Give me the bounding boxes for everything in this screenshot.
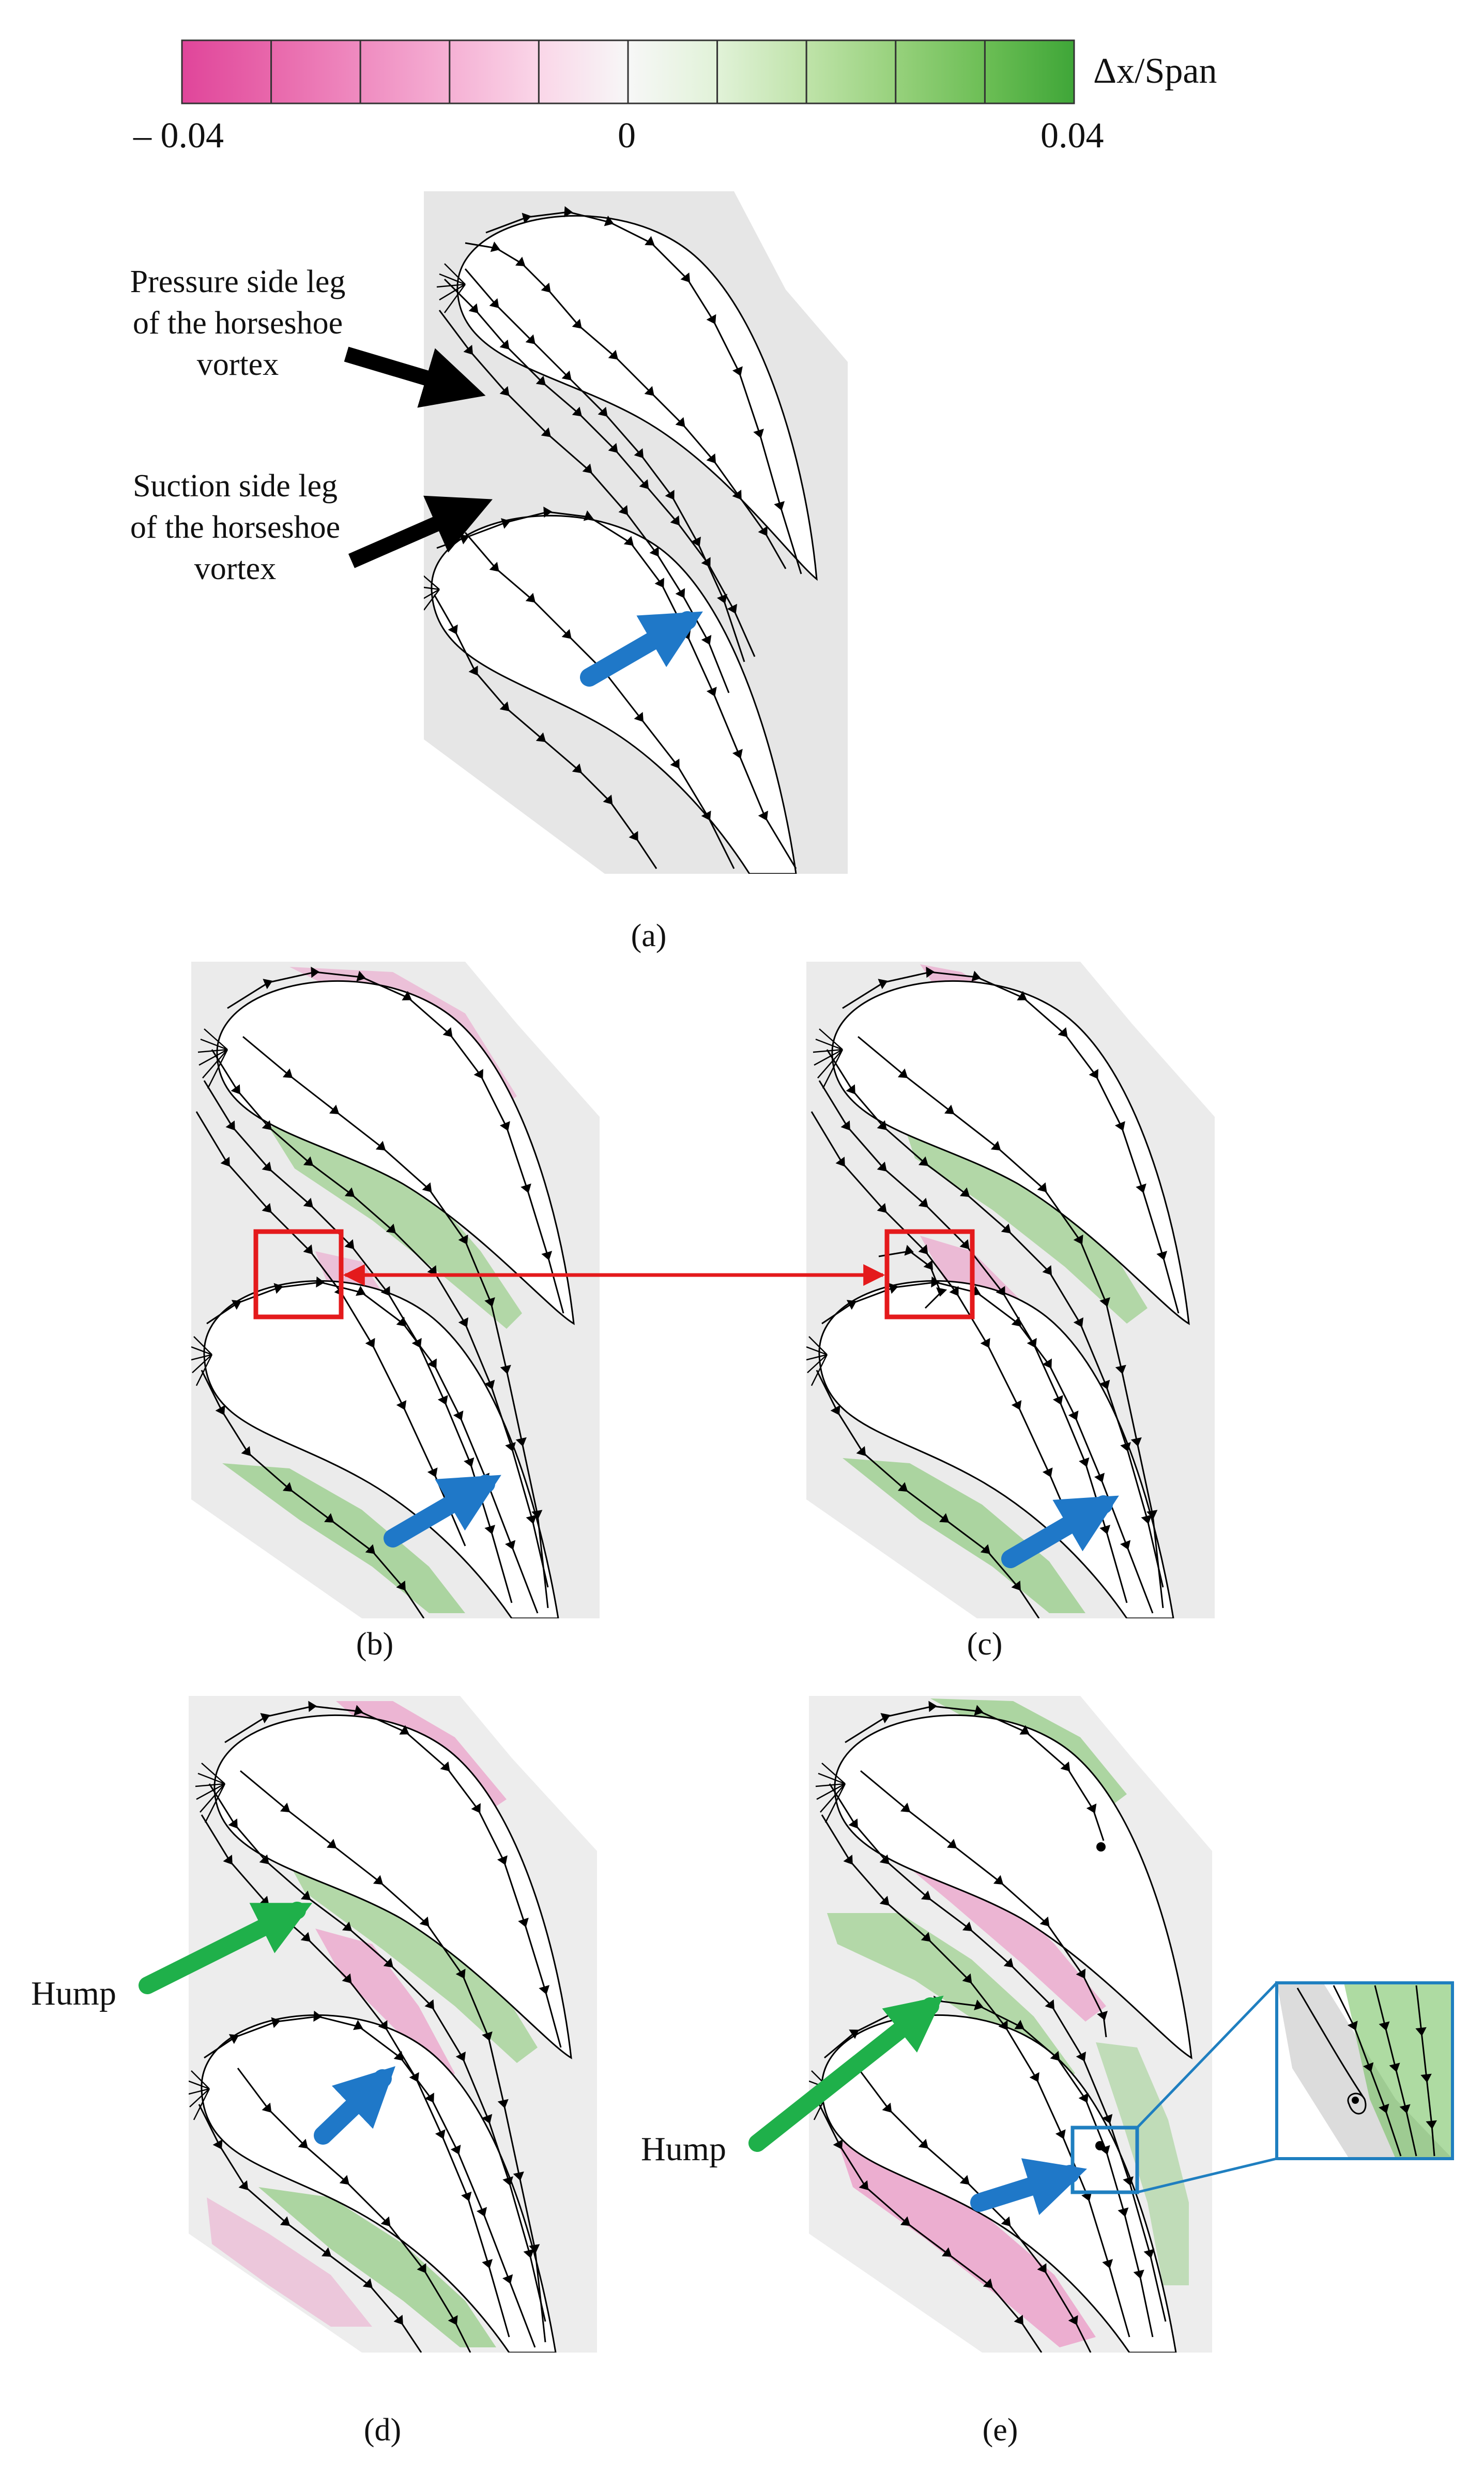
suction-leg-annotation: Suction side leg of the horseshoe vortex: [130, 468, 493, 586]
leading-edge-fan: [424, 263, 466, 611]
colorbar-cell: [449, 39, 540, 104]
panel-b-highlight-box: [253, 1229, 344, 1319]
suction-leg-line-2: of the horseshoe: [130, 510, 340, 545]
suction-leg-arrow: [348, 495, 493, 568]
colorbar-cell: [538, 39, 629, 104]
suction-leg-line-3: vortex: [194, 551, 276, 586]
leading-edge-fan: [806, 1028, 844, 1386]
panel-b-blue-arrow: [384, 1475, 501, 1547]
panel-c: (c): [806, 962, 1215, 1662]
inset-connector-bottom: [1137, 2157, 1277, 2194]
colorbar-label: Δx/Span: [1093, 51, 1217, 91]
colorbar-cell: [984, 39, 1075, 104]
pressure-leg-line-3: vortex: [197, 347, 279, 382]
panel-e: Hump (e): [641, 1696, 1454, 2448]
colorbar-cell: [270, 39, 361, 104]
colorbar-cell: [627, 39, 718, 104]
colorbar-cell: [895, 39, 986, 104]
pressure-leg-line-1: Pressure side leg: [130, 264, 346, 299]
colorbar-cell: [359, 39, 451, 104]
panel-c-highlight-box: [884, 1229, 975, 1319]
panel-d: Hump (d): [31, 1696, 597, 2448]
panel-b: (b): [191, 962, 600, 1662]
colorbar-cell: [181, 39, 272, 104]
panel-c-caption: (c): [967, 1627, 1003, 1662]
panel-b-caption: (b): [356, 1627, 393, 1662]
panel-e-inset: [1275, 1981, 1454, 2160]
colorbar-cell: [805, 39, 897, 104]
pressure-leg-arrow: [344, 346, 486, 408]
panel-e-caption: (e): [983, 2413, 1018, 2448]
colorbar: Δx/Span – 0.04 0 0.04: [133, 39, 1217, 156]
leading-edge-fan: [189, 1763, 226, 2120]
critical-point-upper: [1096, 1842, 1106, 1852]
panel-a: Pressure side leg of the horseshoe vorte…: [130, 191, 848, 953]
pressure-leg-line-2: of the horseshoe: [133, 306, 343, 341]
panel-d-hump-label: Hump: [31, 1975, 116, 2012]
panel-d-caption: (d): [364, 2413, 401, 2448]
panel-e-flowfield: [809, 1696, 1212, 2353]
panel-e-blue-arrow: [970, 2158, 1087, 2216]
panel-c-flowfield: [806, 962, 1215, 1618]
panel-d-blue-arrow: [314, 2066, 395, 2145]
colorbar-cells: [181, 39, 1075, 104]
suction-leg-line-1: Suction side leg: [133, 468, 338, 504]
panel-a-flowfield: [424, 191, 848, 874]
streamlines: [198, 1701, 562, 2353]
panel-c-blue-arrow: [1001, 1495, 1119, 1568]
colorbar-cell: [716, 39, 807, 104]
panel-d-flowfield: [189, 1696, 597, 2353]
leading-edge-fan: [191, 1028, 228, 1386]
colorbar-tick-zero: 0: [618, 116, 636, 156]
panel-d-hump-arrow: [139, 1902, 313, 1994]
panel-a-caption: (a): [631, 918, 667, 953]
pressure-leg-annotation: Pressure side leg of the horseshoe vorte…: [130, 264, 486, 408]
panel-a-blue-arrow: [580, 611, 703, 687]
panel-b-flowfield: [191, 962, 600, 1618]
panel-e-hump-arrow: [748, 1995, 944, 2152]
inset-connector-top: [1136, 1982, 1278, 2129]
colorbar-tick-max: 0.04: [1041, 116, 1104, 156]
panel-e-hump-label: Hump: [641, 2130, 726, 2168]
colorbar-tick-min: – 0.04: [133, 116, 224, 156]
critical-point-lower: [1095, 2141, 1105, 2150]
